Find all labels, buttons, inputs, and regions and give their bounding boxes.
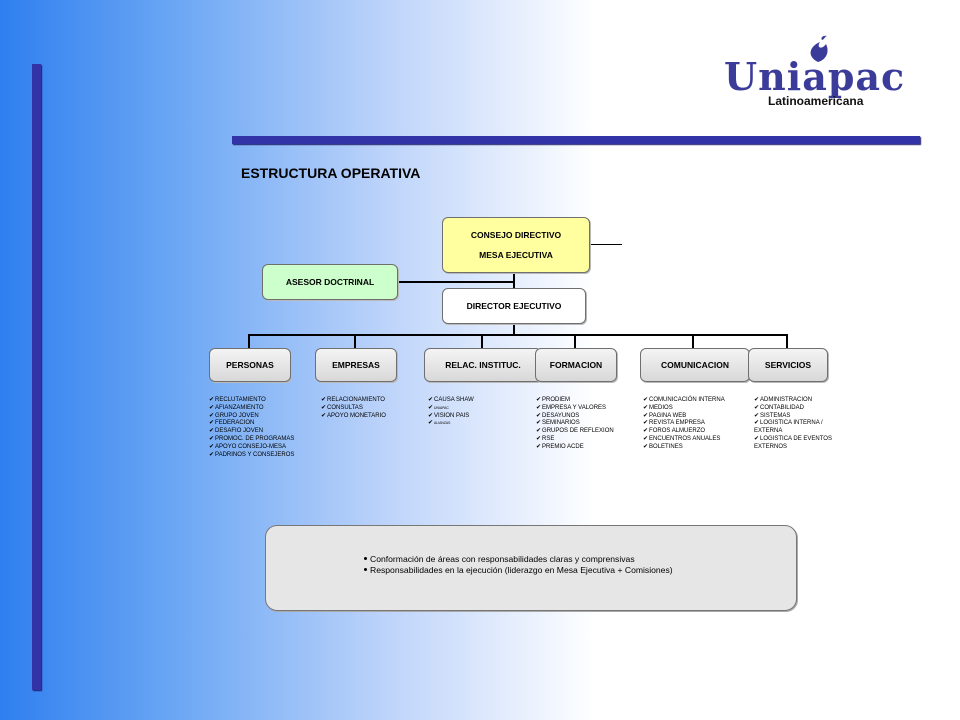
summary-item: Conformación de áreas con responsabilida… <box>364 554 673 565</box>
list-item: PROMOC. DE PROGRAMAS <box>209 436 305 444</box>
list-item: EMPRESA Y VALORES <box>536 405 636 413</box>
dept-comunicacion-box: COMUNICACION <box>640 348 750 382</box>
list-item: BOLETINES <box>643 444 747 452</box>
dept-formacion-box: FORMACION <box>535 348 617 382</box>
list-item: VISION PAIS <box>428 413 518 421</box>
consejo-directivo-box: CONSEJO DIRECTIVO MESA EJECUTIVA <box>442 217 590 273</box>
dept-personas-box: PERSONAS <box>209 348 291 382</box>
connector-line <box>481 334 483 348</box>
list-item: GRUPOS DE REFLEXION <box>536 428 636 436</box>
list-item: ADMINISTRACION <box>754 397 850 405</box>
list-item: PAGINA WEB <box>643 413 747 421</box>
connector-line <box>248 334 250 348</box>
dept-empresas-box: EMPRESAS <box>315 348 397 382</box>
comunicacion-items: COMUNICACIÓN INTERNA MEDIOS PAGINA WEB R… <box>643 397 747 452</box>
list-item: PREMIO ACDE <box>536 444 636 452</box>
connector-line <box>354 334 356 348</box>
list-item: CONTABILIDAD <box>754 405 850 413</box>
connector-line <box>396 281 514 283</box>
connector-line <box>248 334 788 336</box>
summary-item: Responsabilidades en la ejecución (lider… <box>364 565 673 576</box>
personas-items: RECLUTAMIENTO AFIANZAMIENTO GRUPO JOVEN … <box>209 397 305 459</box>
left-accent-bar <box>32 64 41 690</box>
list-item: FEDERACION <box>209 420 305 428</box>
list-item: UNIAPAC <box>428 405 518 413</box>
logo-wordmark: Uniapac <box>724 54 906 99</box>
list-item: COMUNICACIÓN INTERNA <box>643 397 747 405</box>
summary-panel: Conformación de áreas con responsabilida… <box>265 525 797 611</box>
connector-line <box>513 271 515 289</box>
list-item: FOROS ALMUERZO <box>643 428 747 436</box>
list-item: ALIANZAS <box>428 420 518 428</box>
list-item: MEDIOS <box>643 405 747 413</box>
list-item: PRODIEM <box>536 397 636 405</box>
connector-line <box>692 334 694 348</box>
asesor-doctrinal-box: ASESOR DOCTRINAL <box>262 264 398 300</box>
list-item: RSE <box>536 436 636 444</box>
consejo-directivo-label: CONSEJO DIRECTIVO <box>470 229 562 240</box>
list-item: REVISTA EMPRESA <box>643 420 747 428</box>
list-item: AFIANZAMIENTO <box>209 405 305 413</box>
relac-instituc-items: CAUSA SHAW UNIAPAC VISION PAIS ALIANZAS <box>428 397 518 428</box>
list-item: CAUSA SHAW <box>428 397 518 405</box>
mesa-ejecutiva-label: MESA EJECUTIVA <box>479 250 553 260</box>
connector-line <box>588 244 622 245</box>
list-item: RECLUTAMIENTO <box>209 397 305 405</box>
list-item: LOGISTICA INTERNA / EXTERNA <box>754 420 850 436</box>
list-item: CONSULTAS <box>321 405 411 413</box>
uniapac-logo: Uniapac Latinoamericana <box>712 32 912 110</box>
empresas-items: RELACIONAMIENTO CONSULTAS APOYO MONETARI… <box>321 397 411 420</box>
list-item: RELACIONAMIENTO <box>321 397 411 405</box>
list-item: APOYO CONSEJO-MESA <box>209 444 305 452</box>
list-item: PADRINOS Y CONSEJEROS <box>209 452 305 460</box>
connector-line <box>574 334 576 348</box>
list-item: DESAYUNOS <box>536 413 636 421</box>
connector-line <box>786 334 788 348</box>
summary-list: Conformación de áreas con responsabilida… <box>364 554 673 576</box>
dept-servicios-box: SERVICIOS <box>748 348 828 382</box>
list-item: LOGISTICA DE EVENTOS EXTERNOS <box>754 436 850 452</box>
dept-relac-instituc-box: RELAC. INSTITUC. <box>424 348 542 382</box>
servicios-items: ADMINISTRACION CONTABILIDAD SISTEMAS LOG… <box>754 397 850 452</box>
list-item: GRUPO JOVEN <box>209 413 305 421</box>
formacion-items: PRODIEM EMPRESA Y VALORES DESAYUNOS SEMI… <box>536 397 636 452</box>
connector-line <box>513 322 515 336</box>
logo-subtitle: Latinoamericana <box>768 94 864 108</box>
list-item: SISTEMAS <box>754 413 850 421</box>
director-ejecutivo-box: DIRECTOR EJECUTIVO <box>442 288 586 324</box>
page-title: ESTRUCTURA OPERATIVA <box>241 165 421 181</box>
list-item: SEMINARIOS <box>536 420 636 428</box>
list-item: APOYO MONETARIO <box>321 413 411 421</box>
top-accent-bar <box>232 136 920 144</box>
list-item: ENCUENTROS ANUALES <box>643 436 747 444</box>
list-item: DESAFIO JOVEN <box>209 428 305 436</box>
flame-icon <box>810 35 828 62</box>
